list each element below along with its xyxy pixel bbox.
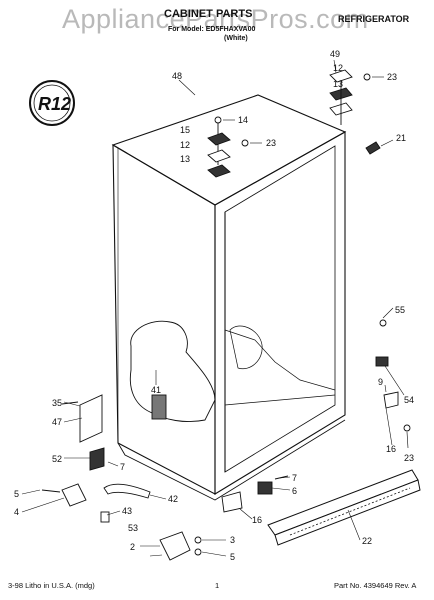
callout-22: 22	[362, 536, 372, 546]
callout-12: 12	[180, 140, 190, 150]
left-side-parts	[41, 394, 289, 561]
support-bracket-41	[151, 394, 167, 420]
footer-part-number: Part No. 4394649 Rev. A	[334, 581, 417, 590]
callout-35: 35	[52, 398, 62, 408]
callout-49: 49	[330, 49, 340, 59]
callout-12: 12	[333, 63, 343, 73]
cabinet-body	[111, 94, 347, 501]
upper-hinge-assembly	[329, 69, 371, 125]
callout-23: 23	[404, 453, 414, 463]
callout-7: 7	[120, 462, 125, 472]
diagram-title: CABINET PARTS	[164, 8, 253, 20]
callout-41: 41	[151, 385, 161, 395]
callout-43: 43	[122, 506, 132, 516]
leader-lines	[21, 59, 409, 557]
callout-54: 54	[404, 395, 414, 405]
callout-4: 4	[14, 507, 19, 517]
model-number: For Model: ED5FHAXVA00	[168, 26, 256, 33]
callout-3: 3	[230, 535, 235, 545]
callout-9: 9	[378, 377, 383, 387]
r12-logo-text: R12	[38, 94, 71, 114]
callout-47: 47	[52, 417, 62, 427]
callout-16: 16	[386, 444, 396, 454]
appliance-category: REFRIGERATOR	[338, 14, 410, 24]
callout-5: 5	[230, 552, 235, 562]
callout-55: 55	[395, 305, 405, 315]
callout-15: 15	[180, 125, 190, 135]
r12-logo: R12	[29, 80, 75, 126]
callout-14: 14	[238, 115, 248, 125]
right-side-parts	[375, 319, 411, 432]
color-variant: (White)	[224, 35, 248, 42]
callout-labels: 48 49 12 13 23 14 15 12 13 23 21 55 41 9…	[14, 49, 414, 562]
callout-52: 52	[52, 454, 62, 464]
callout-21: 21	[396, 133, 406, 143]
callout-5: 5	[14, 489, 19, 499]
callout-13: 13	[333, 79, 343, 89]
footer-page-number: 1	[215, 581, 220, 590]
callout-2: 2	[130, 542, 135, 552]
callout-6: 6	[292, 486, 297, 496]
callout-42: 42	[168, 494, 178, 504]
callout-48: 48	[172, 71, 182, 81]
callout-23: 23	[266, 138, 276, 148]
callout-53: 53	[128, 523, 138, 533]
watermark: AppliancePartsPros.com	[62, 4, 369, 34]
toe-grille	[267, 469, 421, 546]
callout-7: 7	[292, 473, 297, 483]
callout-13: 13	[180, 154, 190, 164]
callout-23: 23	[387, 72, 397, 82]
callout-16: 16	[252, 515, 262, 525]
middle-hinge-assembly	[207, 116, 381, 178]
footer-print-info: 3-98 Litho in U.S.A. (mdg)	[8, 581, 95, 590]
